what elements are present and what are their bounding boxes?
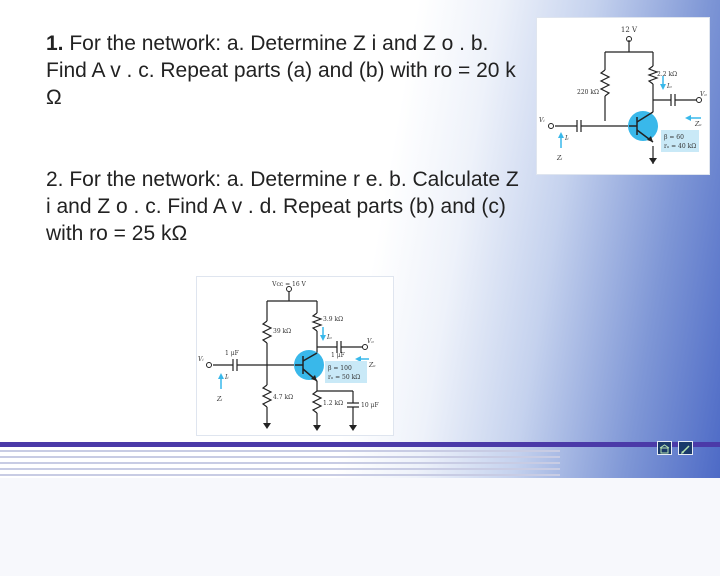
question-2: 2. For the network: a. Determine r e. b.… [46, 166, 526, 247]
circuit-2-io: Iₒ [326, 334, 332, 341]
circuit-1-vo: Vₒ [700, 91, 707, 98]
circuit-1-io: Iₒ [666, 83, 672, 90]
circuit-1-zi: Zᵢ [556, 155, 563, 162]
circuit-1-beta: β = 60 [664, 134, 684, 141]
circuit-2-r1: 39 kΩ [273, 328, 291, 335]
stripe-light [0, 456, 560, 458]
circuit-1-ii: Iᵢ [564, 135, 569, 142]
circuit-2-r2: 4.7 kΩ [273, 394, 293, 401]
circuit-2-vo: Vₒ [367, 338, 374, 345]
circuit-2-schematic: Vᴄᴄ = 16 V 39 kΩ 4.7 kΩ 3.9 kΩ 1.2 kΩ 10… [198, 281, 379, 431]
circuit-2-rc: 3.9 kΩ [323, 316, 343, 323]
stripe-light [0, 468, 560, 470]
circuit-2-ii: Iᵢ [224, 374, 229, 381]
circuit-2-c-in: 1 μF [225, 350, 239, 357]
question-1-number: 1. [46, 32, 64, 55]
circuit-1-schematic: 12 V 220 kΩ 2.2 kΩ β = 60 rₒ = 40 kΩ Vᵢ … [539, 26, 707, 164]
question-2-number: 2. [46, 168, 64, 191]
question-1: 1. For the network: a. Determine Z i and… [46, 30, 526, 111]
circuit-1-vi: Vᵢ [539, 117, 545, 124]
stripe-light [0, 450, 560, 452]
circuit-1-ro: rₒ = 40 kΩ [664, 143, 696, 150]
home-icon [659, 444, 670, 454]
circuit-1-zo: Zₒ [694, 121, 702, 128]
question-1-text: For the network: a. Determine Z i and Z … [46, 32, 516, 109]
stripe-light [0, 474, 560, 476]
nav-home-button[interactable] [657, 441, 672, 455]
circuit-2-zi: Zᵢ [216, 396, 223, 403]
pen-icon [681, 445, 690, 454]
circuit-2-supply: Vᴄᴄ = 16 V [271, 281, 306, 288]
question-2-text: For the network: a. Determine r e. b. Ca… [46, 168, 519, 245]
circuit-diagram-1: 12 V 220 kΩ 2.2 kΩ β = 60 rₒ = 40 kΩ Vᵢ … [536, 17, 710, 175]
circuit-1-supply: 12 V [621, 26, 638, 34]
circuit-2-zo: Zₒ [368, 362, 376, 369]
nav-edit-button[interactable] [678, 441, 693, 455]
circuit-2-re: 1.2 kΩ [323, 400, 343, 407]
slide-footer-area [0, 478, 720, 576]
circuit-2-ro: rₒ = 50 kΩ [328, 374, 360, 381]
circuit-1-rb: 220 kΩ [577, 89, 599, 96]
stripe-light [0, 462, 560, 464]
circuit-2-vi: Vᵢ [198, 356, 204, 363]
circuit-2-beta: β = 100 [328, 365, 352, 372]
circuit-2-c-out: 1 μF [331, 352, 345, 359]
circuit-diagram-2: Vᴄᴄ = 16 V 39 kΩ 4.7 kΩ 3.9 kΩ 1.2 kΩ 10… [196, 276, 394, 436]
stripe-dark [0, 442, 720, 447]
circuit-2-ce: 10 μF [361, 402, 379, 409]
circuit-1-rc: 2.2 kΩ [657, 71, 677, 78]
